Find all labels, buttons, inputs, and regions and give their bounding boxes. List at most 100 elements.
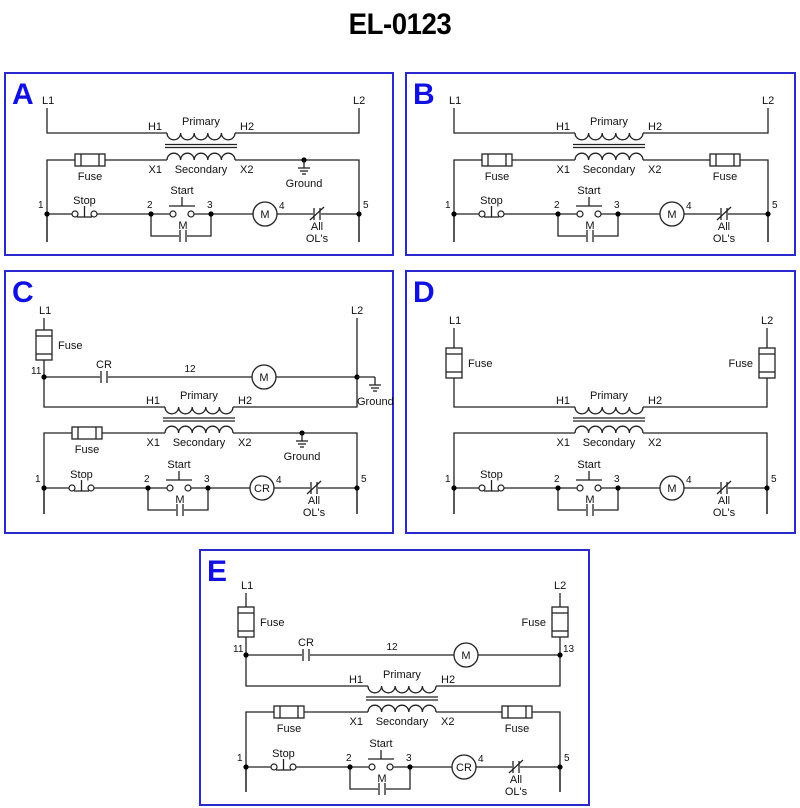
fuse-icon — [445, 347, 463, 379]
cr-contact-icon — [100, 371, 108, 383]
primary-line-h1 — [453, 378, 575, 408]
seal-in-label: M — [175, 494, 184, 506]
l1-label: L1 — [42, 95, 54, 107]
secondary-ground-icon — [296, 433, 308, 448]
terminal — [187, 210, 195, 218]
node-number: 1 — [35, 474, 41, 485]
secondary-line-x2 — [235, 159, 360, 242]
start-label: Start — [167, 459, 190, 471]
x2-label: X2 — [240, 164, 253, 176]
start-button-icon: Start — [166, 459, 192, 492]
x1-label: X1 — [149, 164, 162, 176]
l2-label: L2 — [761, 315, 773, 327]
ground-label: Ground — [284, 451, 321, 463]
contact-slash — [716, 480, 732, 495]
node-number: 11 — [233, 644, 244, 655]
fuse-label: Fuse — [468, 358, 492, 370]
fuse-body — [551, 606, 569, 638]
fuse-body — [273, 705, 305, 719]
terminal — [497, 484, 505, 492]
primary-line-h2 — [235, 108, 360, 134]
node-number: 13 — [563, 644, 575, 655]
terminal — [71, 210, 79, 218]
secondary-line-x2 — [643, 159, 769, 242]
contact-gap — [100, 371, 108, 383]
h1-label: H1 — [148, 121, 162, 133]
coil-label: M — [461, 650, 470, 662]
cr-coil-icon: CR — [249, 475, 275, 501]
primary-winding — [164, 406, 234, 415]
panel-letter: D — [413, 276, 435, 309]
seal-in-contact-icon — [176, 504, 184, 516]
contact-gap — [302, 649, 310, 661]
fuse-icon — [481, 153, 513, 167]
primary-line-h2 — [233, 318, 358, 408]
coil-label: M — [667, 209, 676, 221]
l2-label: L2 — [353, 95, 365, 107]
coil-circle — [659, 475, 685, 501]
secondary-label: Secondary — [173, 437, 226, 449]
secondary-label: Secondary — [583, 437, 636, 449]
stop-button-icon: Stop — [270, 748, 297, 771]
h2-label: H2 — [441, 674, 455, 686]
secondary-winding — [166, 152, 236, 161]
fuse-icon — [551, 606, 569, 638]
h2-label: H2 — [238, 395, 252, 407]
stop-label: Stop — [480, 469, 503, 481]
node-number: 1 — [38, 200, 44, 211]
fuse-body — [481, 153, 513, 167]
node-number: 4 — [686, 201, 692, 212]
h2-label: H2 — [648, 395, 662, 407]
contact-slash — [306, 480, 322, 495]
primary-winding — [166, 132, 236, 141]
primary-label: Primary — [383, 669, 421, 681]
node-number: 2 — [554, 200, 560, 211]
junction-dot — [555, 485, 561, 491]
coil-circle — [249, 475, 275, 501]
fuse-body — [501, 705, 533, 719]
seal-in-contact-icon — [378, 783, 386, 795]
start-button-icon: Start — [368, 738, 394, 771]
primary-winding — [574, 406, 644, 415]
terminal — [166, 484, 174, 492]
node-number: 3 — [204, 474, 210, 485]
fuse-label: Fuse — [729, 358, 753, 370]
motor-starter-coil-icon: M — [659, 475, 685, 501]
junction-dot — [557, 652, 563, 658]
fuse-body — [35, 329, 53, 361]
junction-dot — [451, 485, 457, 491]
stop-button-icon: Stop — [478, 469, 505, 492]
cr-contact-icon — [302, 649, 310, 661]
ol-label: OL's — [303, 507, 326, 519]
node-number: 4 — [279, 201, 285, 212]
h1-label: H1 — [349, 674, 363, 686]
terminal — [576, 484, 584, 492]
coil-label: M — [667, 483, 676, 495]
fuse-icon — [273, 705, 305, 719]
seal-in-label: M — [178, 220, 187, 232]
terminal — [87, 484, 95, 492]
junction-dot — [451, 211, 457, 217]
node-number: 3 — [614, 474, 620, 485]
start-button-icon: Start — [169, 185, 195, 218]
node-number: 11 — [31, 366, 42, 377]
secondary-ground-icon — [298, 160, 310, 175]
junction-dot — [765, 211, 771, 217]
junction-dot — [347, 764, 353, 770]
x1-label: X1 — [557, 437, 570, 449]
terminal — [289, 763, 297, 771]
x2-label: X2 — [648, 164, 661, 176]
x2-label: X2 — [238, 437, 251, 449]
seal-in-contact-icon — [179, 230, 187, 242]
l1-label: L1 — [241, 580, 253, 592]
